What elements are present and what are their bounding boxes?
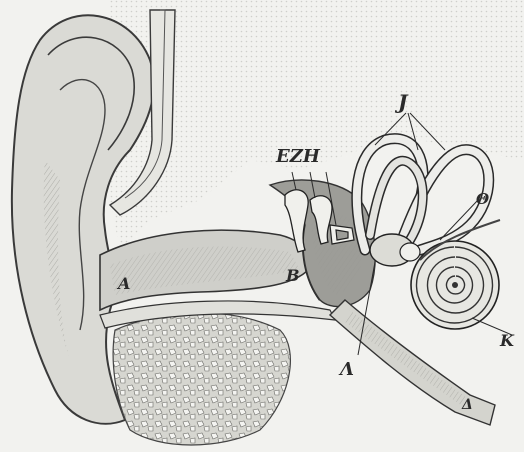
label-theta: Θ: [476, 192, 489, 207]
label-delta: Δ: [462, 398, 473, 412]
ampulla: [400, 243, 420, 261]
label-k: K: [500, 333, 514, 349]
mastoid-bone: [113, 313, 290, 445]
label-b: B: [286, 268, 300, 284]
label-ezh: EZH: [276, 148, 320, 166]
label-lambda: Λ: [340, 361, 354, 379]
label-a: A: [118, 276, 130, 292]
label-j: J: [398, 92, 407, 112]
cochlea: [411, 241, 499, 329]
